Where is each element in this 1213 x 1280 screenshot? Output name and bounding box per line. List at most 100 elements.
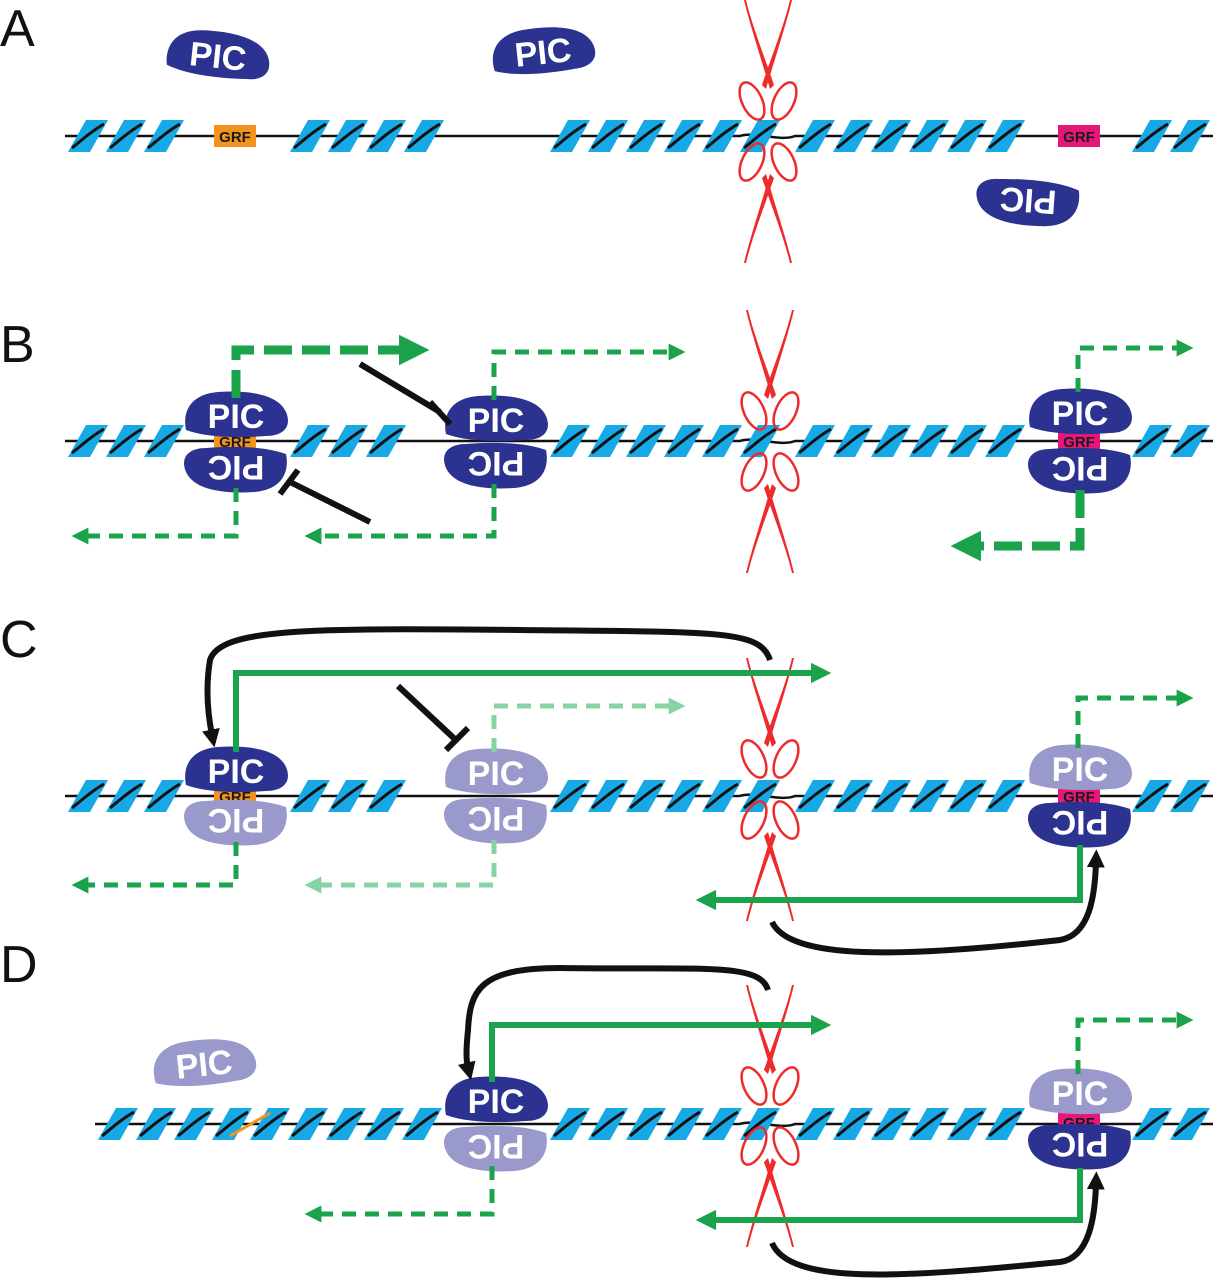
dna-wrap: [705, 122, 739, 150]
dna-wrap: [405, 1110, 439, 1138]
pic-body: [445, 748, 548, 795]
scissor-blade: [744, 174, 774, 263]
dna-wrap: [369, 122, 403, 150]
scissor-blade: [746, 832, 776, 921]
scissor-handle: [772, 739, 800, 779]
pic-label: PIC: [513, 31, 573, 75]
scissor-blade: [746, 484, 776, 573]
dna-wrap: [667, 122, 701, 150]
pic-body: [444, 797, 547, 844]
pic-label: PIC: [174, 1043, 234, 1087]
pic-body: [1029, 388, 1132, 435]
scissor-handle: [772, 800, 800, 840]
transcript-arrow-b-left-up: [231, 334, 430, 398]
repression-bar-b-upper: [358, 361, 453, 427]
transcript-arrow-b-left-down: [71, 488, 239, 545]
pic-label: PIC: [468, 799, 525, 837]
scissor-blade: [746, 985, 776, 1074]
pic-b-upper-mid: PIC: [445, 395, 548, 442]
dna-wrap: [553, 427, 587, 455]
pic-body: [1028, 447, 1131, 494]
dna-wrap: [369, 782, 403, 810]
pic-body: [153, 1039, 257, 1087]
dna-wrap: [950, 1110, 984, 1138]
scissor-handle: [772, 452, 800, 492]
dna-wrap: [591, 122, 625, 150]
dna-wrap: [109, 782, 143, 810]
panel-label-c: C: [0, 611, 38, 669]
panel-label-d: D: [0, 936, 38, 994]
pic-label: PIC: [1052, 803, 1109, 841]
pic-body: [976, 178, 1080, 227]
pic-body: [492, 27, 596, 75]
dna-wrap: [331, 427, 365, 455]
dna-wrap: [629, 427, 663, 455]
pic-b-lower-left: PIC: [184, 446, 287, 493]
transcript-arrow-b-mid-down: [304, 484, 497, 545]
pic-free-d: PIC: [153, 1039, 257, 1087]
pic-label: PIC: [208, 753, 265, 791]
grf-label: GRF: [1063, 129, 1095, 146]
pic-body: [1029, 744, 1132, 791]
grf-box: [1058, 125, 1100, 147]
pic-free-a2: PIC: [492, 27, 596, 75]
dna-wrap: [874, 122, 908, 150]
repression-bar-c: [395, 683, 471, 753]
pic-b-upper-left: PIC: [185, 391, 288, 438]
dna-wrap: [1135, 782, 1169, 810]
nucleosome-row: [68, 780, 1210, 812]
nucleosome-row: [98, 1108, 1210, 1140]
dna-wrap: [667, 427, 701, 455]
dna-wrap: [553, 782, 587, 810]
pic-d-lower-mid: PIC: [444, 1125, 547, 1172]
grf-box: [1058, 786, 1100, 806]
dna-wrap: [705, 1110, 739, 1138]
dna-wrap: [912, 427, 946, 455]
dna-wrap: [331, 782, 365, 810]
panel-label-a: A: [0, 0, 35, 58]
dna-wrap: [667, 782, 701, 810]
dna-wrap: [874, 427, 908, 455]
dna-wrap: [1173, 122, 1207, 150]
pic-label: PIC: [188, 35, 248, 79]
nucleosome-row: [68, 120, 1210, 152]
pic-c-upper-right: PIC: [1029, 744, 1132, 791]
scissors-icon: [740, 985, 800, 1106]
loop-arrow-c-upper: [202, 626, 773, 748]
pic-body: [1029, 1068, 1132, 1115]
pic-b-upper-right: PIC: [1029, 388, 1132, 435]
dna-wrap: [1173, 1110, 1207, 1138]
pic-c-lower-right: PIC: [1028, 801, 1131, 848]
dna-wrap: [407, 122, 441, 150]
dna-wrap: [109, 427, 143, 455]
pic-label: PIC: [208, 398, 265, 436]
dna-wrap: [147, 122, 181, 150]
pic-body: [445, 1076, 548, 1123]
dna-wrap: [291, 1110, 325, 1138]
grf-box: [1058, 431, 1100, 451]
dna-wrap: [1135, 1110, 1169, 1138]
pic-b-lower-right: PIC: [1028, 447, 1131, 494]
transcript-arrow-c-right-up: [1075, 689, 1194, 748]
grf-label: GRF: [219, 434, 251, 451]
scissor-blade: [744, 0, 774, 89]
panel-label-b: B: [0, 316, 35, 374]
pic-d-upper-right: PIC: [1029, 1068, 1132, 1115]
scissors-icon: [738, 0, 798, 121]
lost-grf-site: [229, 1111, 271, 1138]
dna-wrap: [367, 1110, 401, 1138]
dna-wrap: [798, 122, 832, 150]
scissor-blade: [764, 310, 794, 399]
dna-wrap: [988, 782, 1022, 810]
dna-wrap: [836, 122, 870, 150]
scissors-icon: [740, 1126, 800, 1247]
scissor-blade: [764, 484, 794, 573]
grf-site-a-right: GRF: [1058, 125, 1100, 147]
pic-label: PIC: [1052, 1075, 1109, 1113]
scissor-handle: [770, 142, 798, 182]
pic-label: PIC: [1052, 449, 1109, 487]
dna-wrap: [743, 427, 777, 455]
dna-wrap: [836, 1110, 870, 1138]
chromatin-b: [65, 425, 1213, 457]
scissor-blade: [764, 658, 794, 747]
